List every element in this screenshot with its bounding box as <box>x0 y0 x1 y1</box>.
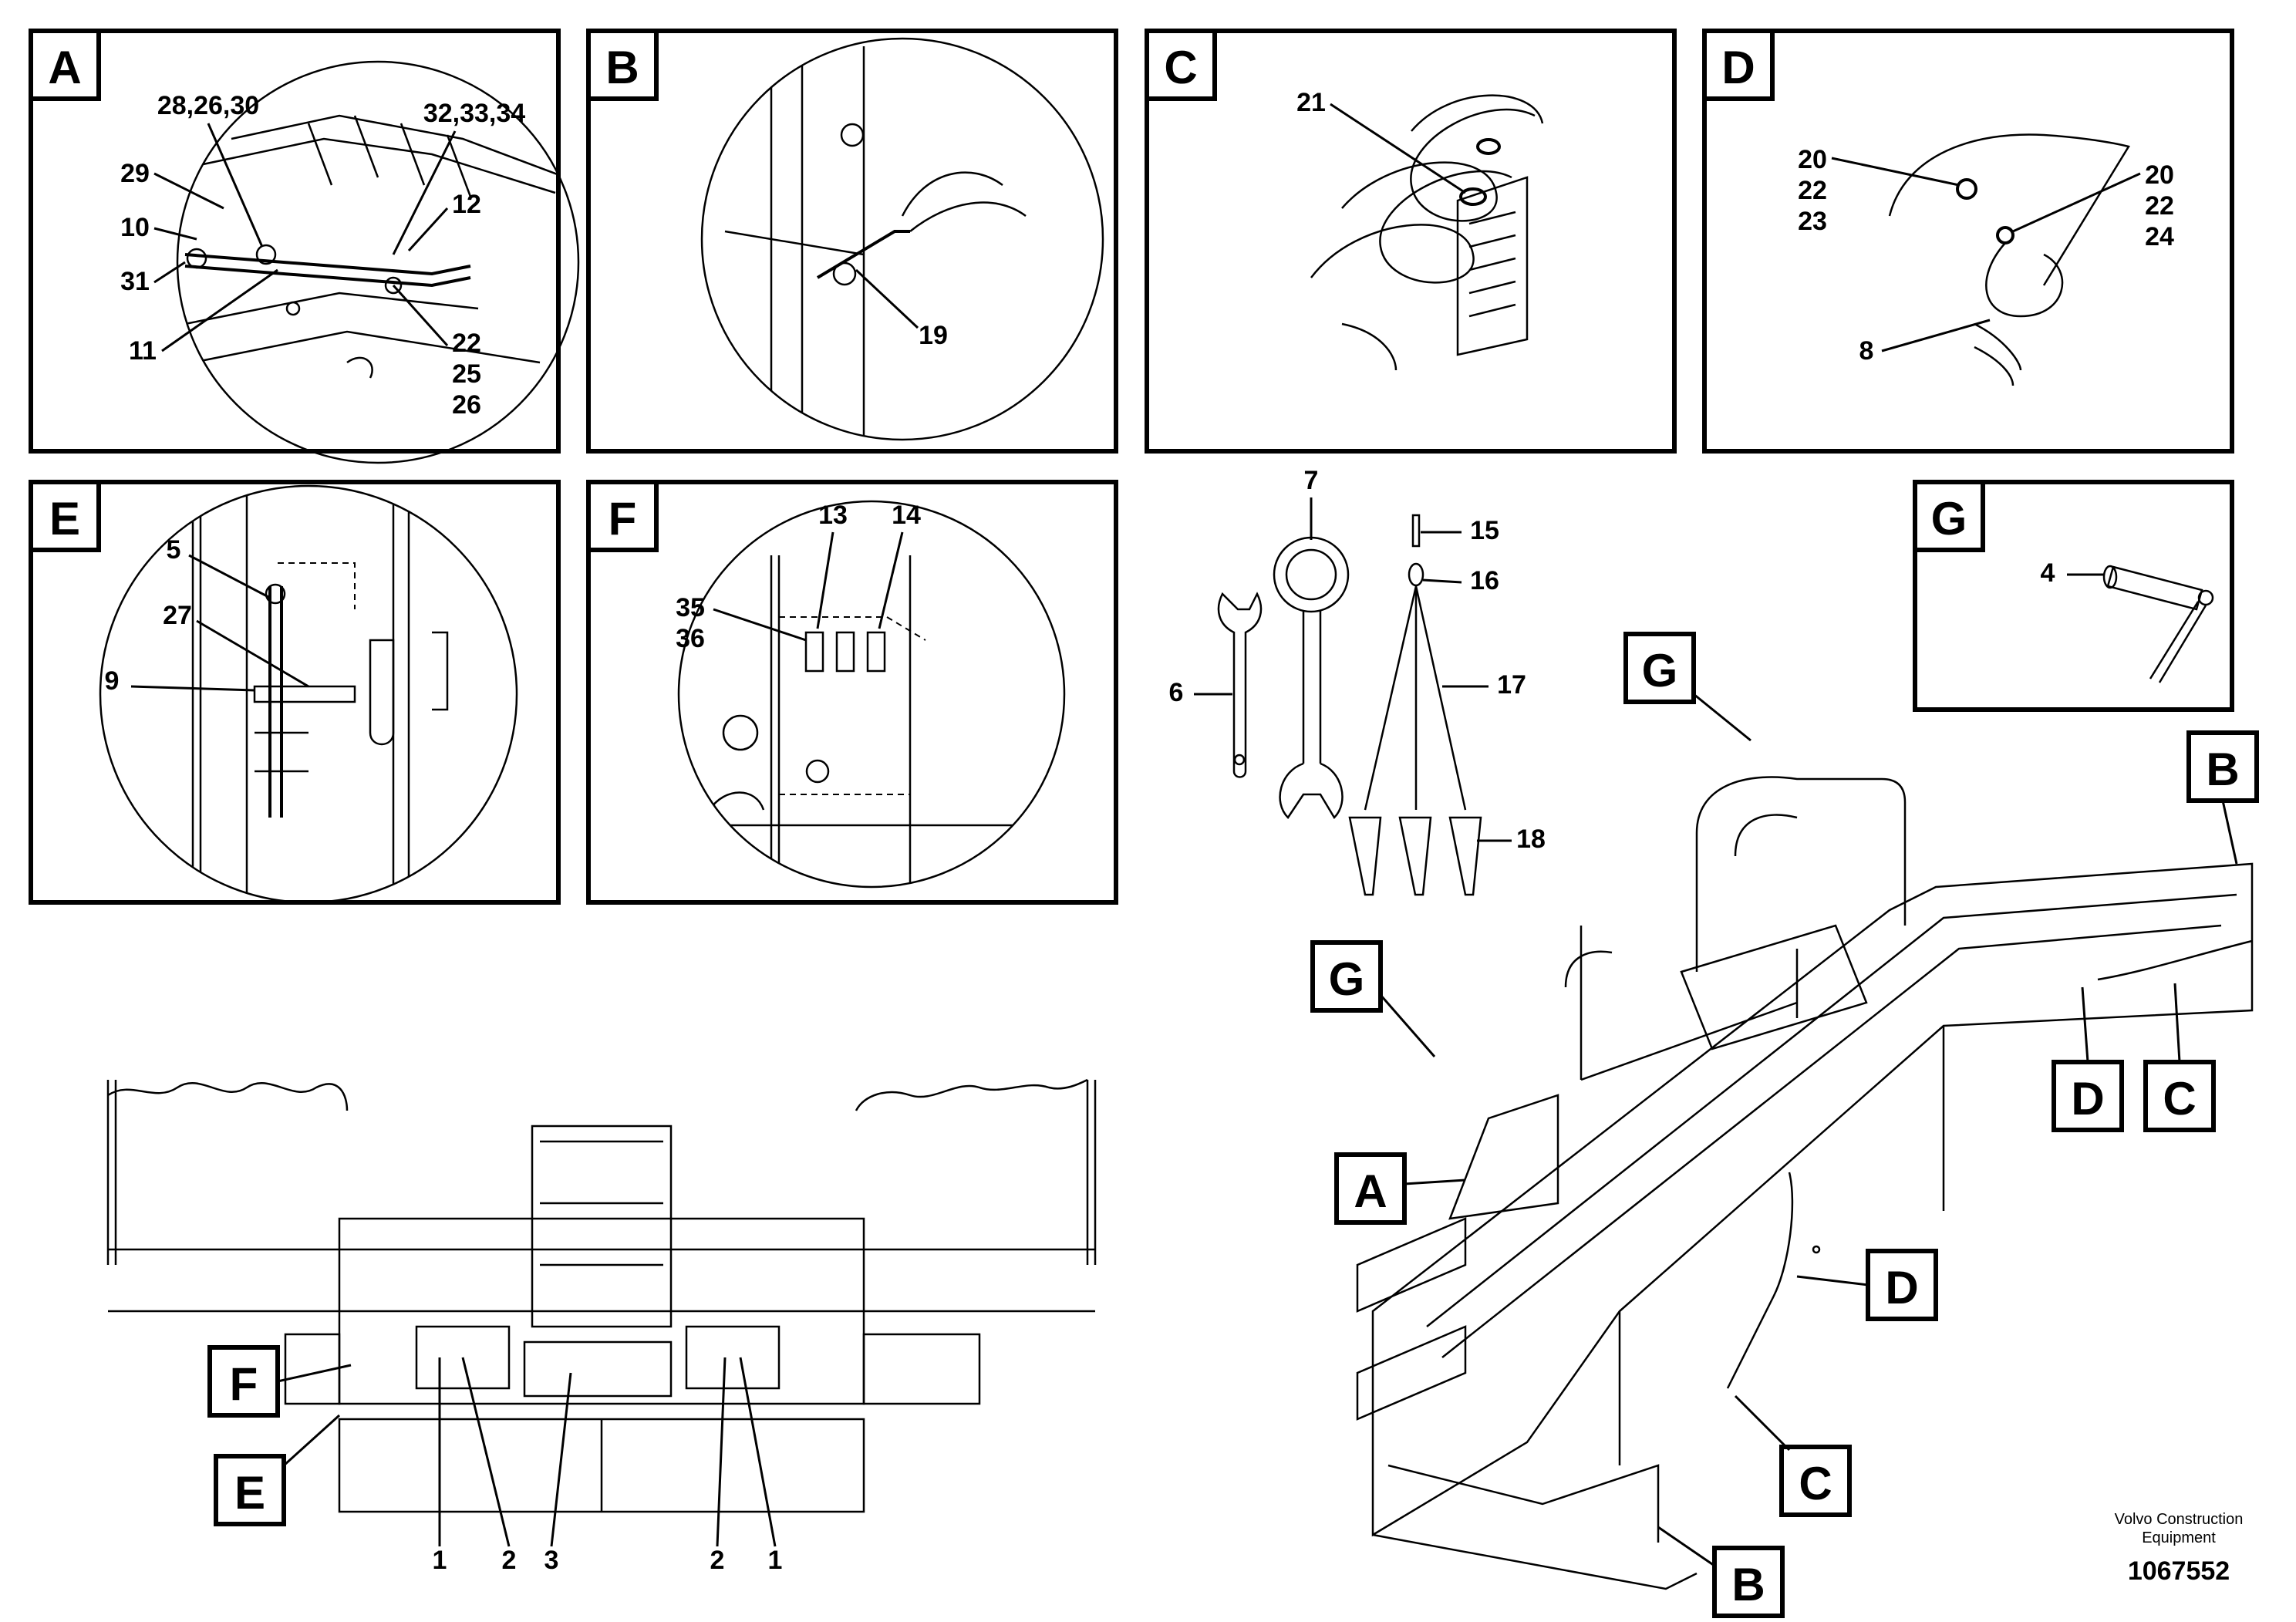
label-f-35: 35 <box>676 593 705 622</box>
callout-c-bottom: C <box>1734 1394 1852 1517</box>
label-tool-18: 18 <box>1516 824 1546 854</box>
label-d-8: 8 <box>1859 336 1874 366</box>
label-a-31: 31 <box>120 267 150 296</box>
detail-f-drawing <box>677 500 1066 889</box>
svg-text:C: C <box>1799 1458 1832 1509</box>
callout-b-top: B <box>2186 730 2259 865</box>
label-tool-7: 7 <box>1304 466 1319 495</box>
label-f-36: 36 <box>676 624 705 653</box>
detail-b-drawing <box>700 37 1104 441</box>
label-a-28-26-30: 28,26,30 <box>157 91 259 120</box>
label-e-5: 5 <box>167 535 181 565</box>
callout-d-top: D <box>2052 986 2124 1132</box>
detail-d-drawing <box>1888 133 2130 386</box>
label-front-2-left: 2 <box>502 1546 517 1575</box>
svg-text:B: B <box>1731 1559 1765 1610</box>
svg-text:D: D <box>2071 1073 2104 1125</box>
detail-a-drawing <box>176 60 580 464</box>
panel-b-letter: B <box>605 42 639 93</box>
label-d-24: 24 <box>2145 222 2174 251</box>
callout-a: A <box>1334 1152 1466 1225</box>
panel-f-letter: F <box>609 493 637 545</box>
svg-text:G: G <box>1642 645 1678 696</box>
callout-f: F <box>207 1345 352 1418</box>
panel-c-letter: C <box>1164 42 1197 93</box>
panel-d: D 20 22 23 20 22 24 8 <box>1702 29 2234 454</box>
svg-text:D: D <box>1885 1262 1918 1313</box>
svg-text:C: C <box>2163 1073 2196 1125</box>
panel-f: F 13 14 35 36 <box>586 480 1118 905</box>
panel-d-letter: D <box>1721 42 1755 93</box>
label-g-4: 4 <box>2041 558 2055 588</box>
label-b-19: 19 <box>919 321 948 350</box>
panel-c: C 21 <box>1145 29 1677 454</box>
label-a-32-33-34: 32,33,34 <box>423 99 525 128</box>
label-d-23: 23 <box>1798 207 1827 236</box>
panel-b: B 19 <box>586 29 1118 454</box>
label-a-29: 29 <box>120 159 150 188</box>
callout-e: E <box>214 1414 341 1526</box>
label-tool-15: 15 <box>1470 516 1499 545</box>
lifting-chain <box>1348 514 1482 896</box>
panel-g: G 4 <box>1913 480 2234 712</box>
tools-group: 7 15 16 17 6 18 <box>1169 466 1546 896</box>
drawing-footer: Volvo Construction Equipment 1067552 <box>2115 1511 2244 1586</box>
label-front-3: 3 <box>544 1546 559 1575</box>
callout-c-top: C <box>2143 983 2216 1132</box>
label-d-22-right: 22 <box>2145 191 2174 221</box>
detail-c-drawing <box>1310 94 1544 371</box>
detail-e-drawing <box>99 484 518 904</box>
panel-e-letter: E <box>49 493 80 545</box>
label-e-9: 9 <box>105 666 120 696</box>
panel-g-letter: G <box>1931 493 1967 545</box>
label-a-11: 11 <box>129 336 157 366</box>
label-f-13: 13 <box>818 501 848 530</box>
label-c-21: 21 <box>1296 88 1326 117</box>
wrench-large <box>1273 536 1350 820</box>
label-a-10: 10 <box>120 213 150 242</box>
label-tool-16: 16 <box>1470 566 1499 595</box>
callout-g-left: G <box>1310 940 1436 1057</box>
label-front-1-right: 1 <box>768 1546 783 1575</box>
front-view <box>106 1078 1097 1513</box>
label-front-1-left: 1 <box>433 1546 447 1575</box>
panel-a-letter: A <box>48 42 81 93</box>
svg-text:B: B <box>2206 744 2239 795</box>
label-d-22-left: 22 <box>1798 176 1827 205</box>
panel-e: E 5 27 9 <box>29 480 561 905</box>
drawing-number: 1067552 <box>2128 1556 2230 1586</box>
wrench-small <box>1217 592 1263 778</box>
label-a-25: 25 <box>452 359 481 389</box>
label-tool-17: 17 <box>1497 670 1526 700</box>
svg-text:G: G <box>1329 953 1365 1005</box>
svg-text:E: E <box>234 1467 265 1519</box>
panel-a: A 28,26,30 32,33,34 29 12 10 31 11 <box>29 29 580 464</box>
callout-b-bottom: B <box>1657 1526 1785 1618</box>
label-e-27: 27 <box>163 601 192 630</box>
detail-g-drawing <box>2102 565 2214 683</box>
label-tool-6: 6 <box>1169 678 1184 707</box>
company-name-line2: Equipment <box>2142 1529 2216 1546</box>
label-d-20-left: 20 <box>1798 145 1827 174</box>
company-name-line1: Volvo Construction <box>2115 1511 2244 1528</box>
label-d-20-right: 20 <box>2145 160 2174 190</box>
svg-text:F: F <box>230 1358 258 1410</box>
label-a-12: 12 <box>452 190 481 219</box>
callout-g-top: G <box>1623 632 1752 742</box>
callout-d-bottom: D <box>1796 1249 1938 1321</box>
label-front-2-right: 2 <box>710 1546 725 1575</box>
label-f-14: 14 <box>892 501 921 530</box>
label-a-22: 22 <box>452 329 481 358</box>
label-a-26: 26 <box>452 390 481 420</box>
main-isometric-view <box>1356 776 2254 1590</box>
svg-text:A: A <box>1354 1165 1387 1217</box>
